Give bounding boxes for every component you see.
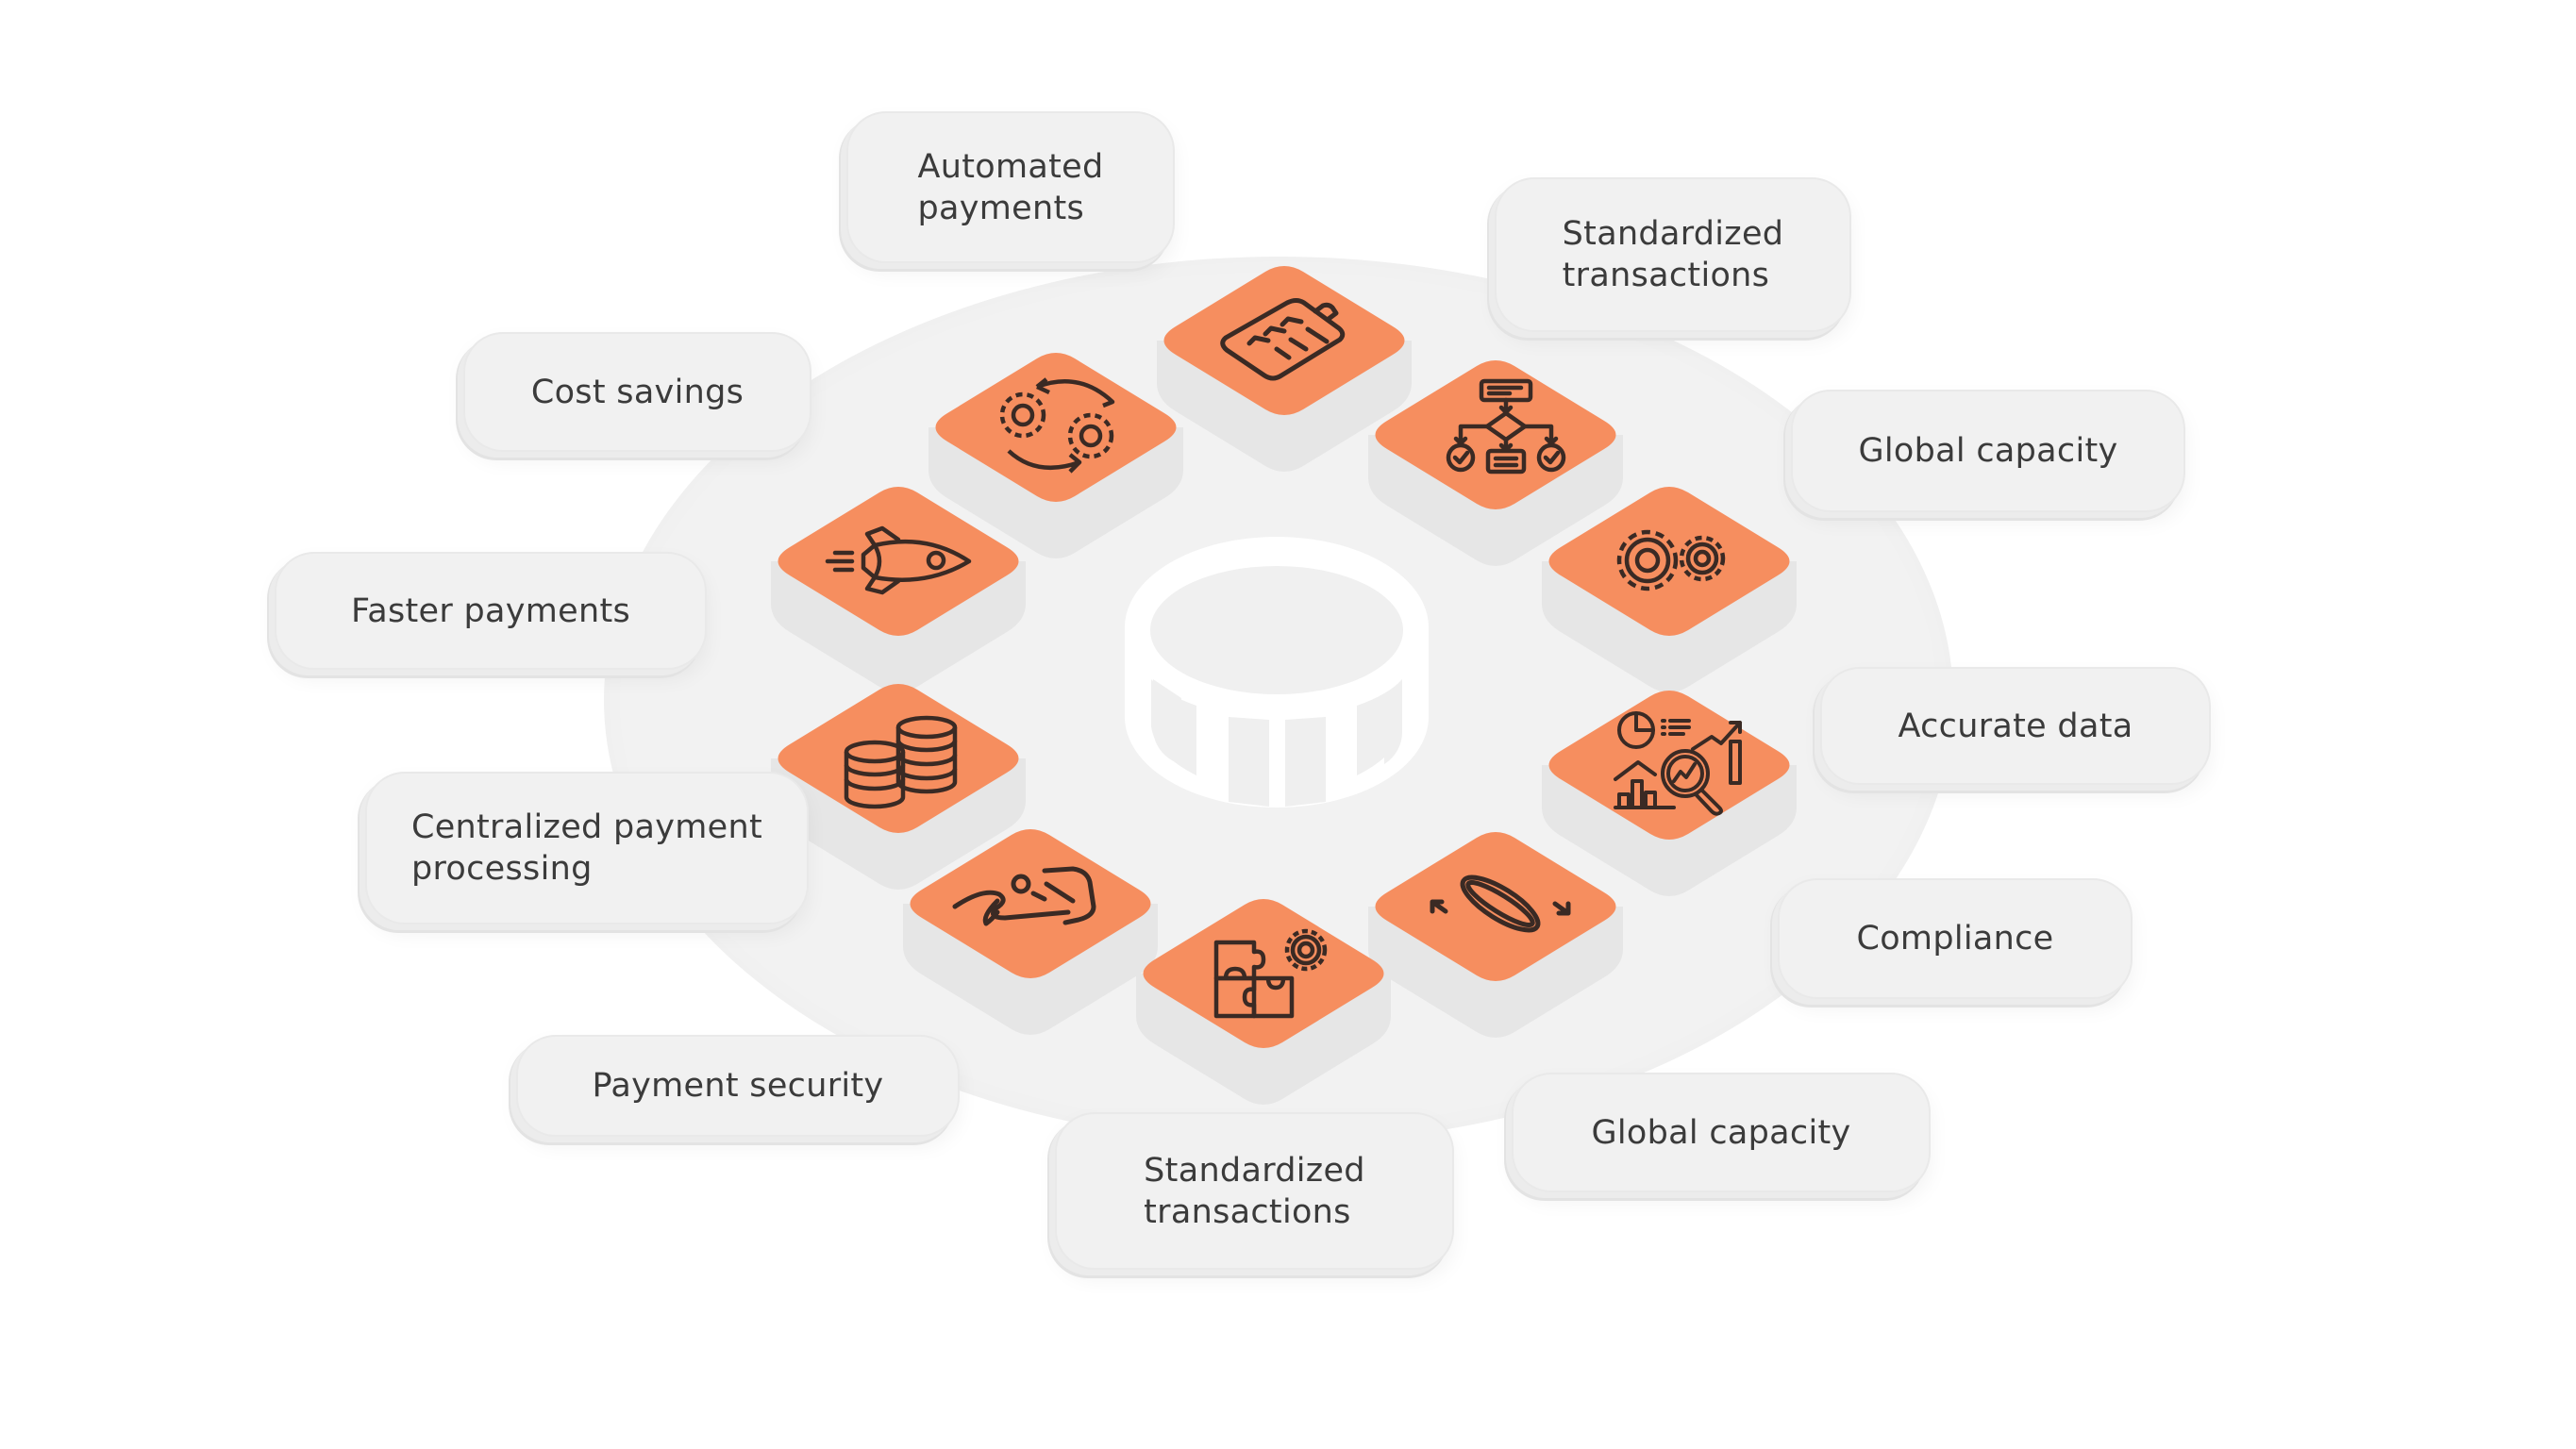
label-card-standardized-transactions-top: Standardized transactions (1495, 177, 1851, 332)
coin-rotation-icon (1430, 874, 1571, 933)
label-text: Automated payments (917, 147, 1104, 227)
label-card-cost-savings: Cost savings (463, 332, 811, 452)
tile-signing (894, 814, 1167, 1050)
label-card-automated-payments: Automated payments (846, 111, 1175, 263)
label-card-compliance: Compliance (1778, 878, 2133, 999)
flowchart-icon (1446, 378, 1566, 475)
label-card-standardized-transactions-bottom: Standardized transactions (1055, 1112, 1454, 1270)
tile-clipboard (1147, 251, 1421, 487)
label-text: Centralized payment processing (410, 808, 763, 888)
rocket-icon (825, 525, 972, 595)
label-text: Payment security (592, 1067, 884, 1105)
label-text: Cost savings (530, 373, 744, 411)
label-text: Compliance (1856, 920, 2054, 958)
tile-coin-rotation (1359, 817, 1632, 1053)
label-card-accurate-data: Accurate data (1820, 667, 2211, 785)
gears-icon (1616, 529, 1726, 591)
label-text: Accurate data (1898, 707, 2133, 745)
label-card-global-capacity-right: Global capacity (1791, 390, 2185, 512)
coin-stacks-icon (844, 715, 958, 809)
tile-analytics (1532, 675, 1806, 911)
coin-stack-icon (1106, 528, 1447, 826)
tile-gears (1532, 472, 1806, 708)
label-text: Standardized transactions (1144, 1151, 1365, 1231)
tile-flowchart (1359, 345, 1632, 581)
tile-puzzle-gear (1127, 884, 1400, 1120)
label-card-global-capacity-bottom: Global capacity (1512, 1073, 1931, 1192)
gears-cycle-icon (999, 377, 1115, 474)
label-text: Global capacity (1858, 432, 2118, 470)
label-text: Faster payments (350, 591, 631, 630)
analytics-magnifier-icon (1614, 711, 1742, 816)
tile-rocket (761, 472, 1035, 708)
label-card-centralized-payment-processing: Centralized payment processing (365, 772, 809, 924)
label-card-faster-payments: Faster payments (275, 552, 707, 670)
tile-gears-cycle (919, 338, 1193, 574)
label-text: Standardized transactions (1562, 215, 1784, 294)
label-text: Global capacity (1591, 1113, 1851, 1152)
signing-document-icon (952, 866, 1096, 926)
label-card-payment-security: Payment security (516, 1035, 960, 1137)
puzzle-gear-icon (1213, 928, 1328, 1019)
tile-coin-stacks (761, 669, 1035, 905)
clipboard-checklist-icon (1220, 298, 1346, 381)
